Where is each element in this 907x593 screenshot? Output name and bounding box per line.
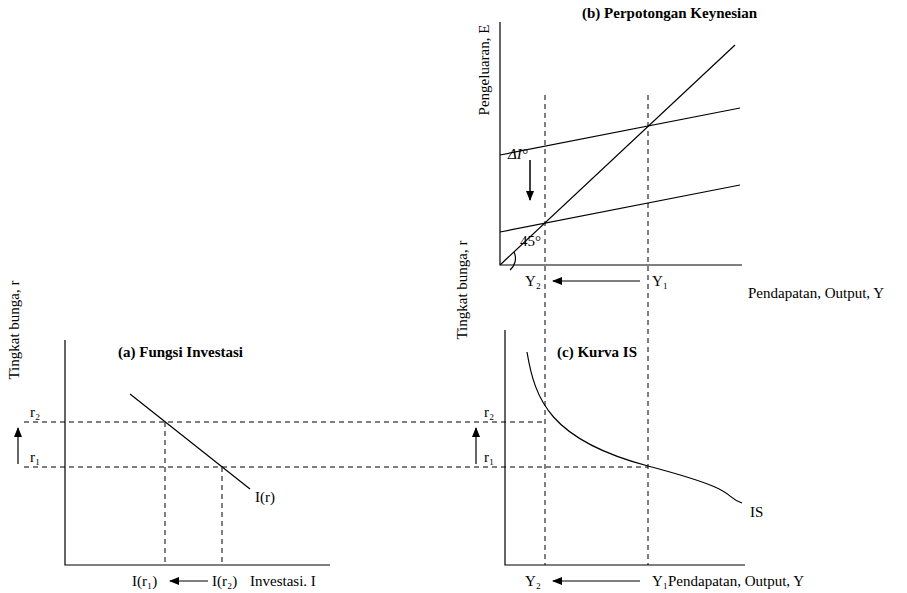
axis-label: Tingkat bunga, r [453, 240, 471, 339]
axis-tick: r₁ [484, 448, 494, 466]
axis-tick: Y₂ [525, 572, 541, 590]
panel-title: (c) Kurva IS [557, 343, 637, 361]
panel-title: (a) Fungsi Investasi [118, 343, 243, 361]
axis-tick: r₂ [484, 403, 494, 421]
expenditure-lower [500, 185, 740, 232]
axes-c [505, 330, 745, 565]
shift-label: ΔI° [508, 145, 528, 163]
axis-tick: Y₁ [652, 572, 668, 590]
dashed-r2 [24, 422, 545, 423]
axis-label: Investasi. I [250, 572, 316, 590]
curve-label: I(r) [255, 488, 275, 506]
axes-b [500, 22, 742, 265]
axis-label: Pendapatan, Output, Y [668, 572, 804, 590]
axis-label: Tingkat bunga, r [5, 280, 23, 379]
shift-arrow [529, 160, 531, 200]
line-45 [500, 45, 735, 265]
i-arrow [170, 580, 208, 581]
investment-line [130, 394, 250, 489]
axes-a [65, 340, 330, 565]
axis-tick: Y₁ [652, 272, 668, 290]
dashed-y1 [648, 95, 649, 565]
axis-tick: r₁ [30, 448, 40, 466]
axis-label: Pengeluaran, E [475, 25, 493, 116]
axis-tick: r₂ [30, 403, 40, 421]
axis-tick: I(r₁) [132, 572, 157, 590]
r-arrow-a [17, 428, 18, 464]
curve-label: IS [750, 503, 763, 521]
angle-arc [510, 252, 515, 270]
dashed-ir1 [165, 422, 166, 565]
dashed-y2 [545, 95, 546, 565]
is-curve [527, 352, 742, 503]
r-arrow-c [475, 428, 476, 464]
axis-tick: Y₂ [525, 272, 541, 290]
axis-tick: I(r₂) [212, 572, 237, 590]
y-arrow-c [553, 580, 640, 581]
panel-title: (b) Perpotongan Keynesian [582, 4, 757, 22]
dashed-r1 [24, 467, 648, 468]
angle-label: 45° [520, 232, 541, 250]
axis-label: Pendapatan, Output, Y [748, 284, 884, 302]
dashed-ir2 [222, 467, 223, 565]
expenditure-upper [500, 108, 740, 155]
y-arrow-b [553, 280, 640, 281]
